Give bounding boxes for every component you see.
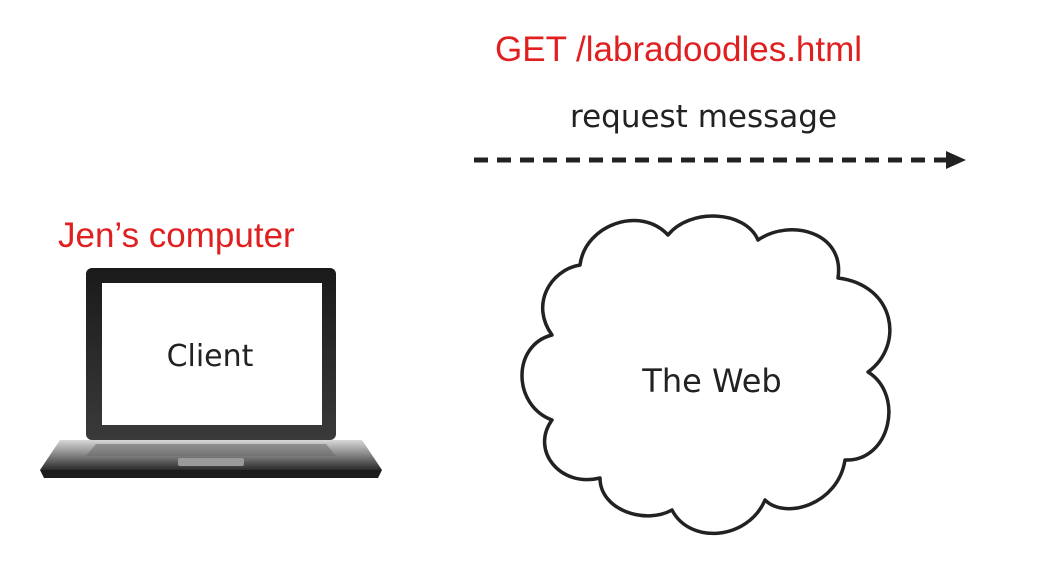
dashed-arrow-icon <box>474 151 966 169</box>
laptop-icon <box>40 268 382 478</box>
cloud-icon <box>520 214 892 536</box>
request-line-label: GET /labradoodles.html <box>495 30 863 69</box>
client-label: Client <box>167 339 254 374</box>
cloud-label: The Web <box>641 362 781 400</box>
client-owner-label: Jen’s computer <box>58 216 295 255</box>
request-message-label: request message <box>570 99 838 135</box>
